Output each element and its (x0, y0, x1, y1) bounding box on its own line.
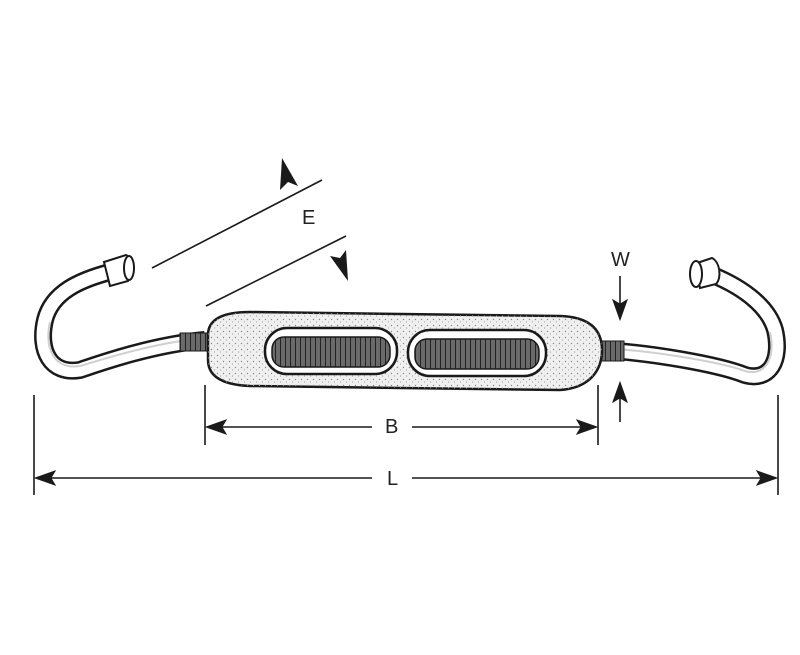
label-b: B (383, 416, 401, 438)
right-hook (595, 256, 786, 386)
label-e: E (300, 207, 318, 229)
turnbuckle-body (206, 310, 604, 392)
label-w: W (609, 249, 632, 271)
e-arrow-top (280, 158, 298, 190)
dimension-l (33, 395, 779, 495)
left-hook (34, 253, 209, 380)
dimension-e (151, 158, 348, 307)
e-arrow-bottom (330, 250, 348, 281)
label-l: L (385, 468, 401, 490)
dimension-b (204, 385, 599, 445)
